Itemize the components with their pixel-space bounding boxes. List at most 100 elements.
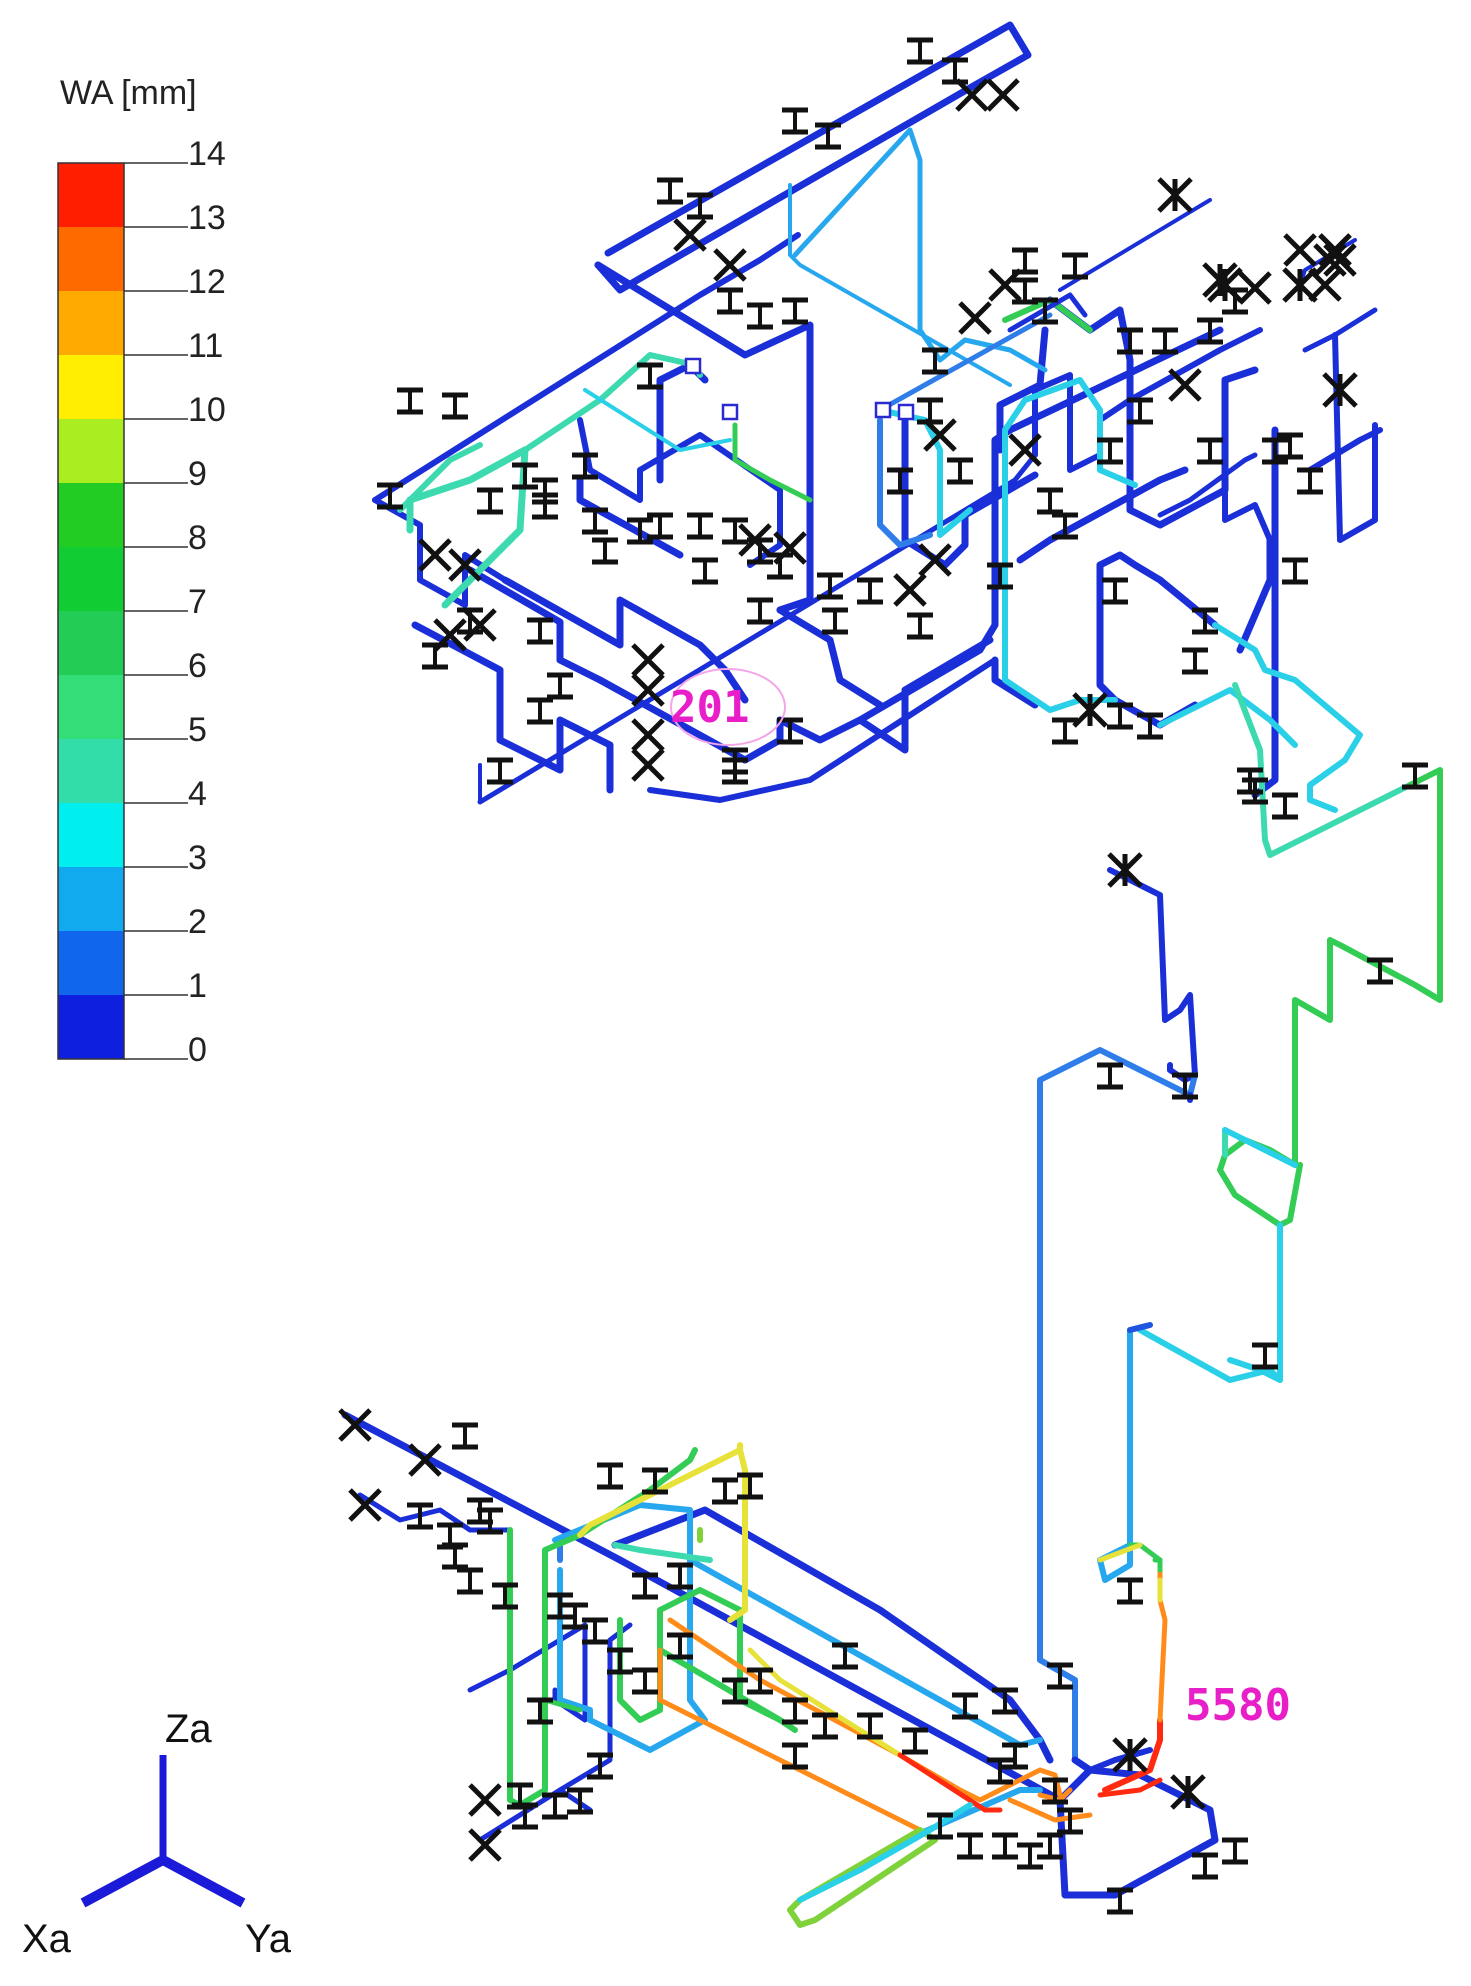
legend-tick-label: 3 <box>188 839 207 877</box>
support-tee <box>1062 252 1088 280</box>
pipe-segment <box>552 1502 708 1753</box>
anchor-cross <box>1168 368 1202 402</box>
anchor-cross <box>418 538 452 572</box>
pipe-segment <box>877 312 1053 413</box>
pipe-segment <box>583 388 732 452</box>
pipe-segment <box>787 1827 938 1928</box>
restraint-star <box>1157 177 1193 213</box>
anchor-cross <box>631 718 665 752</box>
support-tee <box>1032 297 1058 325</box>
node-square-marker <box>874 401 892 419</box>
node-201-label: 201 <box>670 682 749 733</box>
legend-tick-label: 13 <box>188 199 226 237</box>
pipe-segment <box>1046 296 1259 529</box>
legend-tick-label: 5 <box>188 711 207 749</box>
support-tee <box>582 1617 608 1645</box>
pipe-segment <box>1217 767 1443 1228</box>
support-tee <box>1282 557 1308 585</box>
anchor-cross <box>468 1783 502 1817</box>
pipe-segment <box>372 232 801 503</box>
support-tee <box>907 612 933 640</box>
anchor-cross <box>463 608 497 642</box>
legend-swatch <box>58 163 124 227</box>
support-tee <box>832 1642 858 1670</box>
legend-tick-label: 2 <box>188 903 207 941</box>
support-tee <box>597 1462 623 1490</box>
pipe-segment <box>1087 1747 1153 1773</box>
support-tee <box>942 57 968 85</box>
pipe-segment <box>788 183 1012 387</box>
pipe-segment <box>576 476 684 559</box>
support-tee <box>1097 437 1123 465</box>
legend-swatch <box>58 931 124 995</box>
pipe-segment <box>617 1587 743 1723</box>
restraint-star <box>1202 262 1238 298</box>
support-tee <box>782 107 808 135</box>
support-tee <box>667 1562 693 1590</box>
x-axis-label: Xa <box>22 1917 72 1961</box>
legend-tick-label: 4 <box>188 775 207 813</box>
anchor-cross <box>713 248 747 282</box>
pipe-segment <box>1097 1777 1163 1798</box>
support-tee <box>582 507 608 535</box>
legend-swatch <box>58 803 124 867</box>
anchor-cross <box>1323 243 1357 277</box>
support-tee <box>1152 327 1178 355</box>
pipe-segment <box>1102 1717 1163 1793</box>
support-tee <box>442 392 468 420</box>
anchor-cross <box>468 1828 502 1862</box>
support-tee <box>712 1477 738 1505</box>
support-tee <box>667 1632 693 1660</box>
pipe-segment <box>441 446 529 609</box>
support-tee <box>1222 1837 1248 1865</box>
legend-tick-label: 11 <box>188 327 223 365</box>
pipe-segment <box>1032 372 1103 473</box>
support-tee <box>542 1792 568 1820</box>
support-tee <box>907 37 933 65</box>
support-tee <box>407 1502 433 1530</box>
legend-title: WA [mm] <box>60 74 197 112</box>
legend-swatch <box>58 739 124 803</box>
support-tee <box>722 747 748 775</box>
pipe-segment <box>1007 292 1088 333</box>
pipe-segment <box>1157 452 1258 518</box>
support-tee <box>547 1592 573 1620</box>
legend-swatch <box>58 995 124 1059</box>
pipe-segment <box>577 1447 748 1623</box>
support-tee <box>1172 1072 1198 1100</box>
legend-tick-label: 1 <box>188 967 207 1005</box>
support-tee <box>477 1507 503 1535</box>
pipe-segment <box>1127 1322 1153 1333</box>
support-tee <box>637 362 663 390</box>
support-tee <box>1272 792 1298 820</box>
support-tee <box>572 452 598 480</box>
support-tee <box>992 1687 1018 1715</box>
anchor-cross <box>988 268 1022 302</box>
pipe-segment <box>594 261 814 614</box>
legend-swatch <box>58 227 124 291</box>
pipe-segment <box>897 1752 1003 1813</box>
support-tee <box>487 757 513 785</box>
pipe-segment <box>901 416 1039 569</box>
pipe-segment <box>1277 1162 1303 1228</box>
support-tee <box>957 1832 983 1860</box>
anchor-cross <box>448 548 482 582</box>
anchor-cross <box>958 301 992 335</box>
support-tee <box>1102 577 1128 605</box>
legend-swatch <box>58 675 124 739</box>
restraint-star <box>1322 372 1358 408</box>
support-tee <box>782 1697 808 1725</box>
support-tee <box>377 482 403 510</box>
restraint-star <box>1170 1774 1206 1810</box>
legend-color-bar <box>57 162 125 1060</box>
support-tee <box>902 1727 928 1755</box>
pipe-segment <box>501 576 749 704</box>
support-tee <box>1042 1777 1068 1805</box>
support-tee <box>1107 702 1133 730</box>
anchor-cross <box>631 748 665 782</box>
support-tee <box>987 562 1013 590</box>
pipe-segment <box>797 1802 973 1903</box>
anchor-cross <box>986 78 1020 112</box>
